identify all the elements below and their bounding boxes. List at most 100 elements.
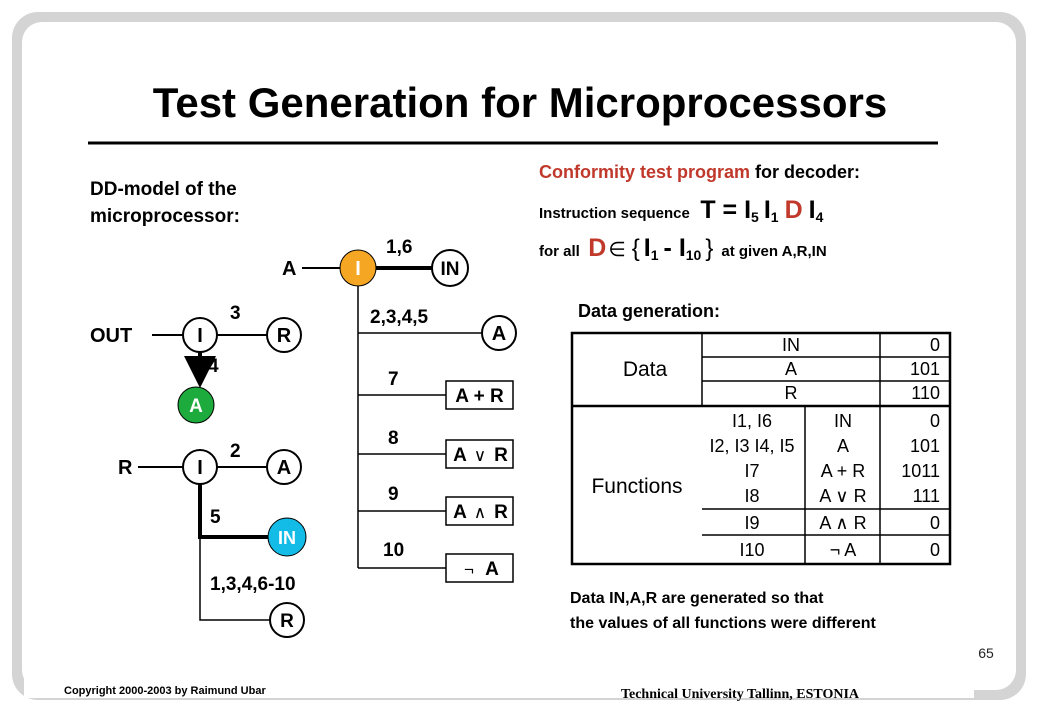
a-root-label: A (282, 258, 296, 280)
table-data-name-0: IN (782, 335, 800, 355)
seq-d: D (785, 196, 803, 224)
table-data-value-0: 0 (930, 335, 940, 355)
a-leaf-nota (445, 553, 514, 583)
a-leaf-aorr-op: ∨ (474, 446, 486, 465)
r-leaf-in (267, 517, 307, 557)
table-data-value-2: 110 (911, 383, 940, 403)
func-value-5: 0 (930, 540, 940, 560)
func-expr-1: A (837, 436, 849, 456)
seq-sub1: 1 (771, 209, 779, 225)
a-leaf-aplusr (445, 380, 514, 410)
footer-strip (24, 676, 974, 698)
out-root-label: OUT (90, 325, 132, 347)
a-tree: A I 1,6 IN 2,3,4,5 A 7 A + R 8 A ∨ R 9 A… (282, 237, 517, 583)
r-leaf-a-label: A (277, 457, 291, 479)
a-edge-7-label: 7 (388, 369, 399, 390)
r-edge-rest-label: 1,3,4,6-10 (210, 574, 296, 595)
func-expr-5: ¬ A (830, 540, 857, 560)
forall-line: for all D∈{I1- I10}at given A,R,IN (539, 234, 827, 263)
forall-i1: I (644, 234, 651, 262)
out-tree: OUT I 3 R 4 A (90, 303, 302, 424)
datagen-heading: Data generation: (578, 301, 720, 321)
forall-sub1: 1 (651, 247, 659, 263)
datagen-table: Data IN 0 A 101 R 110 Functions I1, I6 I… (570, 331, 952, 566)
r-leaf-in-label: IN (278, 528, 296, 548)
func-expr-3: A ∨ R (819, 486, 866, 506)
r-edge-5-label: 5 (210, 507, 221, 528)
r-edge-2-label: 2 (230, 441, 241, 462)
copyright: Copyright 2000-2003 by Raimund Ubar (64, 685, 266, 697)
institution: Technical University Tallinn, ESTONIA (621, 687, 860, 702)
table-data-name-1: A (785, 359, 797, 379)
func-value-1: 101 (910, 436, 940, 456)
table-data-label: Data (623, 358, 668, 381)
a-leaf-aandr-op: ∧ (474, 503, 486, 522)
forall-suffix: at given A,R,IN (721, 243, 826, 260)
a-leaf-aandr-left: A (453, 502, 467, 523)
out-edge-3-label: 3 (230, 303, 241, 324)
a-edge-10-label: 10 (383, 540, 404, 561)
seq-t: T = I (700, 196, 751, 224)
a-leaf-a (481, 315, 517, 351)
forall-dash: - I (664, 234, 686, 262)
out-leaf-a-label: A (189, 396, 203, 417)
a-leaf-a-label: A (492, 323, 506, 345)
a-edge-9-label: 9 (388, 484, 399, 505)
ddmodel-heading-line2: microprocessor: (90, 206, 240, 227)
forall-d: D (588, 234, 606, 262)
conformity-heading-red: Conformity test program (539, 162, 750, 182)
r-node-i-label: I (197, 457, 203, 479)
r-root-label: R (118, 457, 133, 479)
a-edge-16-label: 1,6 (386, 237, 412, 258)
func-instr-5: I10 (739, 540, 764, 560)
forall-prefix: for all (539, 243, 580, 260)
forall-lbrace: { (632, 235, 640, 262)
func-value-3: 111 (913, 486, 940, 506)
datagen-note-line2: the values of all functions were differe… (570, 615, 877, 632)
func-instr-3: I8 (744, 486, 759, 506)
slide-title: Test Generation for Microprocessors (153, 79, 887, 126)
table-data-name-2: R (785, 383, 798, 403)
ddmodel-heading-line1: DD-model of the (90, 179, 237, 200)
r-leaf-r (269, 602, 305, 638)
a-leaf-aorr-right: R (494, 445, 508, 466)
a-leaf-nota-op: ¬ (464, 560, 474, 579)
conformity-heading-rest: for decoder: (750, 162, 860, 182)
func-instr-1: I2, I3 I4, I5 (709, 436, 794, 456)
seq-sub4: 4 (816, 209, 824, 225)
seq-i1: I (764, 196, 771, 224)
func-expr-4: A ∧ R (819, 513, 866, 533)
a-leaf-nota-var: A (485, 559, 499, 580)
r-tree: R I 2 A 5 IN 1,3,4,6-10 R (118, 441, 307, 638)
out-leaf-a (177, 386, 215, 424)
a-leaf-in-label: IN (441, 259, 460, 280)
a-leaf-aorr-left: A (453, 445, 467, 466)
out-leaf-r (266, 317, 302, 353)
table-functions-label: Functions (591, 475, 682, 498)
forall-sub10: 10 (686, 247, 702, 263)
table-data-value-1: 101 (910, 359, 940, 379)
out-edge-4-label: 4 (208, 356, 219, 377)
func-expr-2: A + R (821, 461, 866, 481)
out-node-i-label: I (197, 325, 203, 347)
func-value-4: 0 (930, 513, 940, 533)
func-value-2: 1011 (901, 461, 940, 481)
func-expr-0: IN (834, 411, 852, 431)
r-leaf-a (266, 449, 302, 485)
page-number: 65 (978, 645, 994, 661)
func-instr-2: I7 (744, 461, 759, 481)
out-leaf-r-label: R (277, 325, 292, 347)
a-leaf-in (431, 249, 469, 287)
a-edge-8-label: 8 (388, 428, 399, 449)
conformity-heading: Conformity test program for decoder: (539, 162, 860, 182)
a-leaf-aorr (445, 439, 514, 469)
a-edge-2345-label: 2,3,4,5 (370, 307, 429, 328)
func-instr-4: I9 (744, 513, 759, 533)
seq-i4: I (809, 196, 816, 224)
forall-in: ∈ (608, 239, 625, 261)
r-leaf-r-label: R (280, 611, 294, 632)
func-value-0: 0 (930, 411, 940, 431)
seq-sub5: 5 (751, 209, 759, 225)
